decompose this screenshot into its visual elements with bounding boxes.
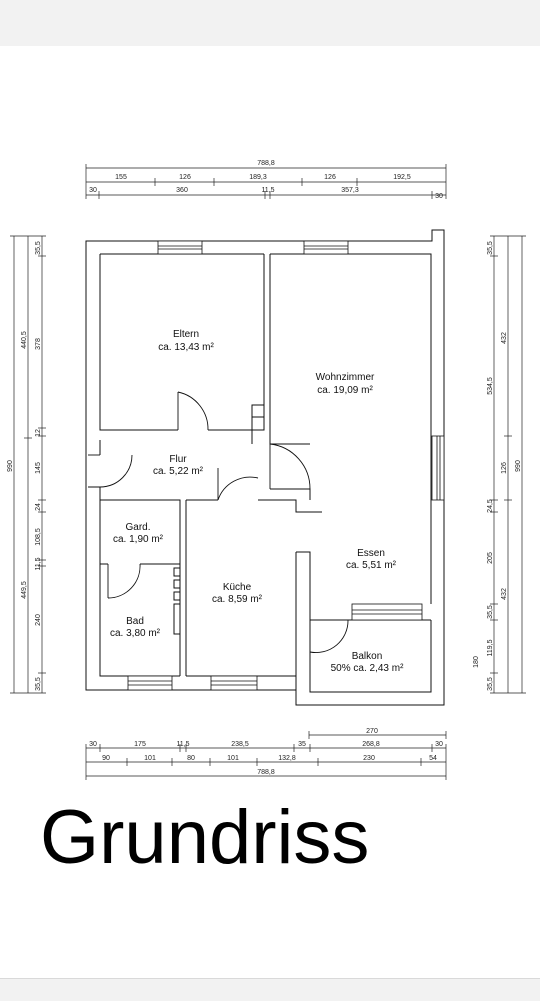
dim-left-inner: 12 (35, 429, 42, 437)
dim-right-outer: 990 (515, 460, 522, 472)
room-area-essen: ca. 5,51 m² (346, 560, 397, 571)
dim-right-inner: 35,5 (487, 605, 494, 619)
dim-right-mid: 126 (501, 462, 508, 474)
dim-bottom-row2: 11,5 (176, 741, 189, 748)
dim-top-row2: 126 (179, 174, 191, 181)
dim-top-row2: 126 (324, 174, 336, 181)
room-area-balkon: 50% ca. 2,43 m² (331, 663, 404, 674)
dim-right-inner: 534,5 (487, 377, 494, 395)
dim-top-row3: 11,5 (261, 187, 274, 194)
wall-details (173, 404, 265, 635)
dim-bottom-row3: 90 (102, 755, 110, 762)
dim-bottom-row2: 30 (435, 741, 443, 748)
room-name-gard: Gard. (125, 522, 150, 533)
room-name-flur: Flur (169, 454, 187, 465)
dim-left-outer: 990 (7, 460, 14, 472)
room-name-essen: Essen (357, 548, 385, 559)
dim-left-inner: 35,5 (35, 677, 42, 691)
dim-bottom-row3: 132,8 (278, 755, 296, 762)
dim-top-row2: 192,5 (393, 174, 411, 181)
dim-right-inner: 35,5 (487, 677, 494, 691)
dim-top-total: 788,8 (257, 160, 275, 167)
dim-left-inner: 108,5 (35, 528, 42, 546)
room-area-gard: ca. 1,90 m² (113, 534, 164, 545)
dim-top-row3: 30 (89, 187, 97, 194)
room-name-eltern: Eltern (173, 329, 199, 340)
dim-top-row3: 360 (176, 187, 188, 194)
dim-bottom-row2: 175 (134, 741, 146, 748)
dim-top-row2: 189,3 (249, 174, 267, 181)
drawing-page (0, 46, 540, 978)
dim-left-inner: 240 (35, 614, 42, 626)
dim-left-mid: 449,5 (21, 581, 28, 599)
dim-bottom-row3: 80 (187, 755, 195, 762)
dimension-lines-bottom (85, 731, 447, 780)
dimension-lines-left (10, 235, 46, 694)
dim-bottom-total: 788,8 (257, 769, 275, 776)
dim-left-inner: 11,5 (35, 557, 42, 570)
windows (127, 240, 445, 691)
dim-right-inner: 180 (473, 656, 480, 668)
dimension-lines-top (85, 164, 447, 199)
dim-left-mid: 440,5 (21, 331, 28, 349)
dim-top-row3: 357,3 (341, 187, 359, 194)
dim-bottom-row2: 268,8 (362, 741, 380, 748)
dim-bottom-row2: 35 (298, 741, 306, 748)
dim-left-inner: 378 (35, 338, 42, 350)
bottom-margin (0, 978, 540, 1001)
dim-left-inner: 35,5 (35, 241, 42, 255)
dim-right-inner: 205 (487, 552, 494, 564)
dim-right-mid: 432 (501, 588, 508, 600)
dim-right-inner: 119,5 (487, 639, 494, 656)
room-name-bad: Bad (126, 616, 144, 627)
dim-top-row3: 30 (435, 193, 443, 200)
room-area-eltern: ca. 13,43 m² (158, 342, 214, 353)
room-name-balkon: Balkon (352, 651, 383, 662)
room-name-kueche: Küche (223, 582, 252, 593)
dim-bottom-row2: 238,5 (231, 741, 249, 748)
room-area-kueche: ca. 8,59 m² (212, 594, 263, 605)
dim-bottom-row3: 101 (227, 755, 239, 762)
room-name-wohnzimmer: Wohnzimmer (316, 372, 375, 383)
room-area-flur: ca. 5,22 m² (153, 466, 204, 477)
page-title: Grundriss (40, 795, 370, 880)
dim-bottom-row3: 101 (144, 755, 156, 762)
dim-bottom-row3: 230 (363, 755, 375, 762)
dimension-lines-right (490, 235, 526, 694)
dim-right-inner: 24,5 (487, 499, 494, 513)
doors (88, 391, 349, 653)
room-area-wohnzimmer: ca. 19,09 m² (317, 385, 373, 396)
dim-left-inner: 24 (35, 503, 42, 511)
room-area-bad: ca. 3,80 m² (110, 628, 161, 639)
dim-right-mid: 432 (501, 332, 508, 344)
dim-right-inner: 35,5 (487, 241, 494, 255)
dim-top-row2: 155 (115, 174, 127, 181)
dim-bottom-row1: 270 (366, 728, 378, 735)
dim-left-inner: 145 (35, 462, 42, 474)
dim-bottom-row2: 30 (89, 741, 97, 748)
dim-bottom-row3: 54 (429, 755, 437, 762)
